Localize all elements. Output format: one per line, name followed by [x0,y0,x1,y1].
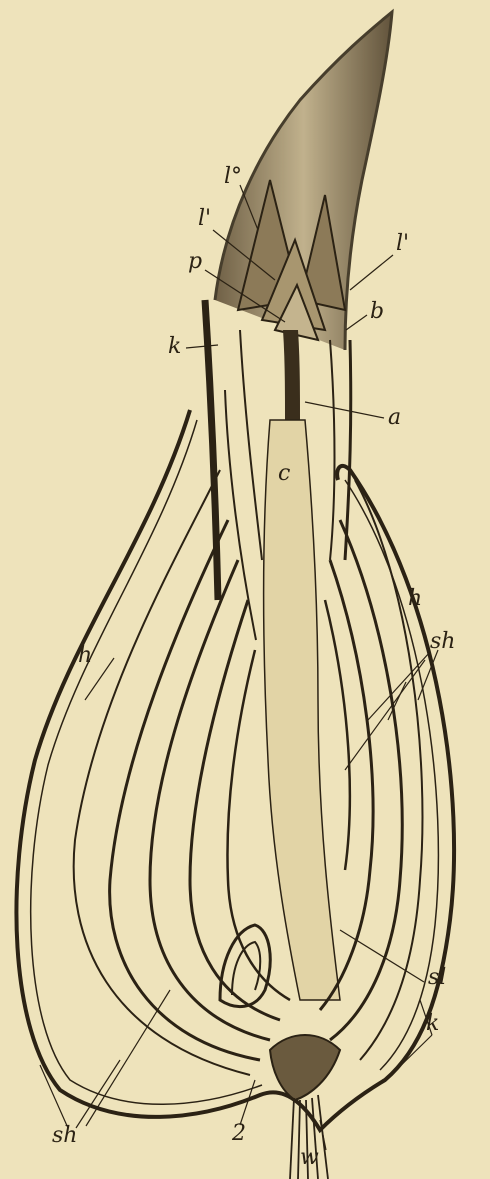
central-axis [264,420,340,1000]
label-sh-right: sh [430,629,455,654]
label-c: c [278,461,290,486]
label-h-left: h [78,643,92,668]
label-b: b [370,299,384,324]
label-a: a [388,405,401,430]
label-2: 2 [231,1121,246,1146]
basal-plate [270,1035,340,1100]
bulb-scales [74,330,423,1075]
label-p: p [188,249,202,274]
label-k-top: k [168,334,181,359]
label-l-inner-leaf-left: l' [198,206,211,231]
label-h-right: h [408,586,422,611]
growing-point [283,330,300,420]
label-l-inner-leaf-right: l' [396,231,409,256]
label-sh-left: sh [52,1123,77,1148]
label-sl: sl [428,965,446,990]
label-l-outer-leaf: l° [224,164,242,189]
label-w: w [300,1145,319,1170]
shoot-leaf-sheath-right [345,340,351,560]
lateral-bud [220,925,270,1007]
label-k-bottom: k [426,1011,439,1036]
